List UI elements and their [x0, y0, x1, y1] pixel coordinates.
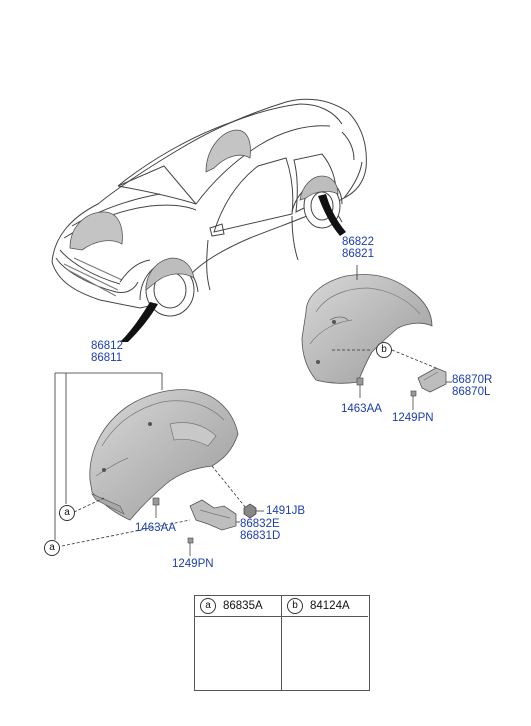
nut-1491JB	[243, 503, 257, 519]
legend-callout-b: b	[287, 598, 303, 614]
legend-code-86835A[interactable]: 86835A	[223, 600, 263, 612]
label-86811[interactable]: 86811	[91, 352, 123, 364]
label-86870R[interactable]: 86870R	[452, 374, 493, 386]
legend-head-a: a 86835A	[195, 596, 281, 617]
label-1491JB[interactable]: 1491JB	[266, 505, 306, 517]
label-86831D[interactable]: 86831D	[240, 530, 281, 542]
front-leader-lines	[54, 372, 264, 547]
label-86812[interactable]: 86812	[91, 340, 123, 352]
car-illustration	[51, 98, 367, 317]
callout-a-front-upper[interactable]: a	[59, 505, 75, 521]
rear-clip-1463AA	[356, 377, 364, 398]
rear-pointer-arrow	[318, 194, 346, 236]
legend-code-84124A[interactable]: 84124A	[310, 600, 350, 612]
callout-b-rear[interactable]: b	[376, 342, 392, 358]
legend-cell-b: b 84124A	[282, 596, 368, 690]
label-86870L[interactable]: 86870L	[452, 386, 491, 398]
callout-a-front-lower[interactable]: a	[44, 540, 60, 556]
legend-head-b: b 84124A	[282, 596, 368, 617]
rear-wheel-liner	[301, 274, 433, 384]
legend-cell-a: a 86835A	[195, 596, 282, 690]
front-pin-1249PN	[187, 537, 194, 556]
label-rear-1463AA[interactable]: 1463AA	[341, 403, 382, 415]
label-86822[interactable]: 86822	[342, 236, 374, 248]
rear-mud-guard	[417, 367, 447, 393]
label-front-1249PN[interactable]: 1249PN	[172, 558, 214, 570]
front-clip-1463AA	[152, 497, 160, 518]
label-86832E[interactable]: 86832E	[240, 518, 280, 530]
label-front-1463AA[interactable]: 1463AA	[135, 522, 176, 534]
label-rear-1249PN[interactable]: 1249PN	[392, 412, 434, 424]
front-mud-guard	[189, 499, 237, 531]
front-wheel-liner	[89, 389, 239, 521]
label-86821[interactable]: 86821	[342, 248, 374, 260]
rear-leader-lines	[332, 265, 452, 383]
rear-pin-1249PN	[410, 390, 417, 410]
legend-table: a 86835A b 84124A	[194, 595, 370, 691]
car-liner-highlights	[69, 129, 339, 291]
front-pointer-arrow	[120, 302, 158, 342]
legend-callout-a: a	[200, 598, 216, 614]
